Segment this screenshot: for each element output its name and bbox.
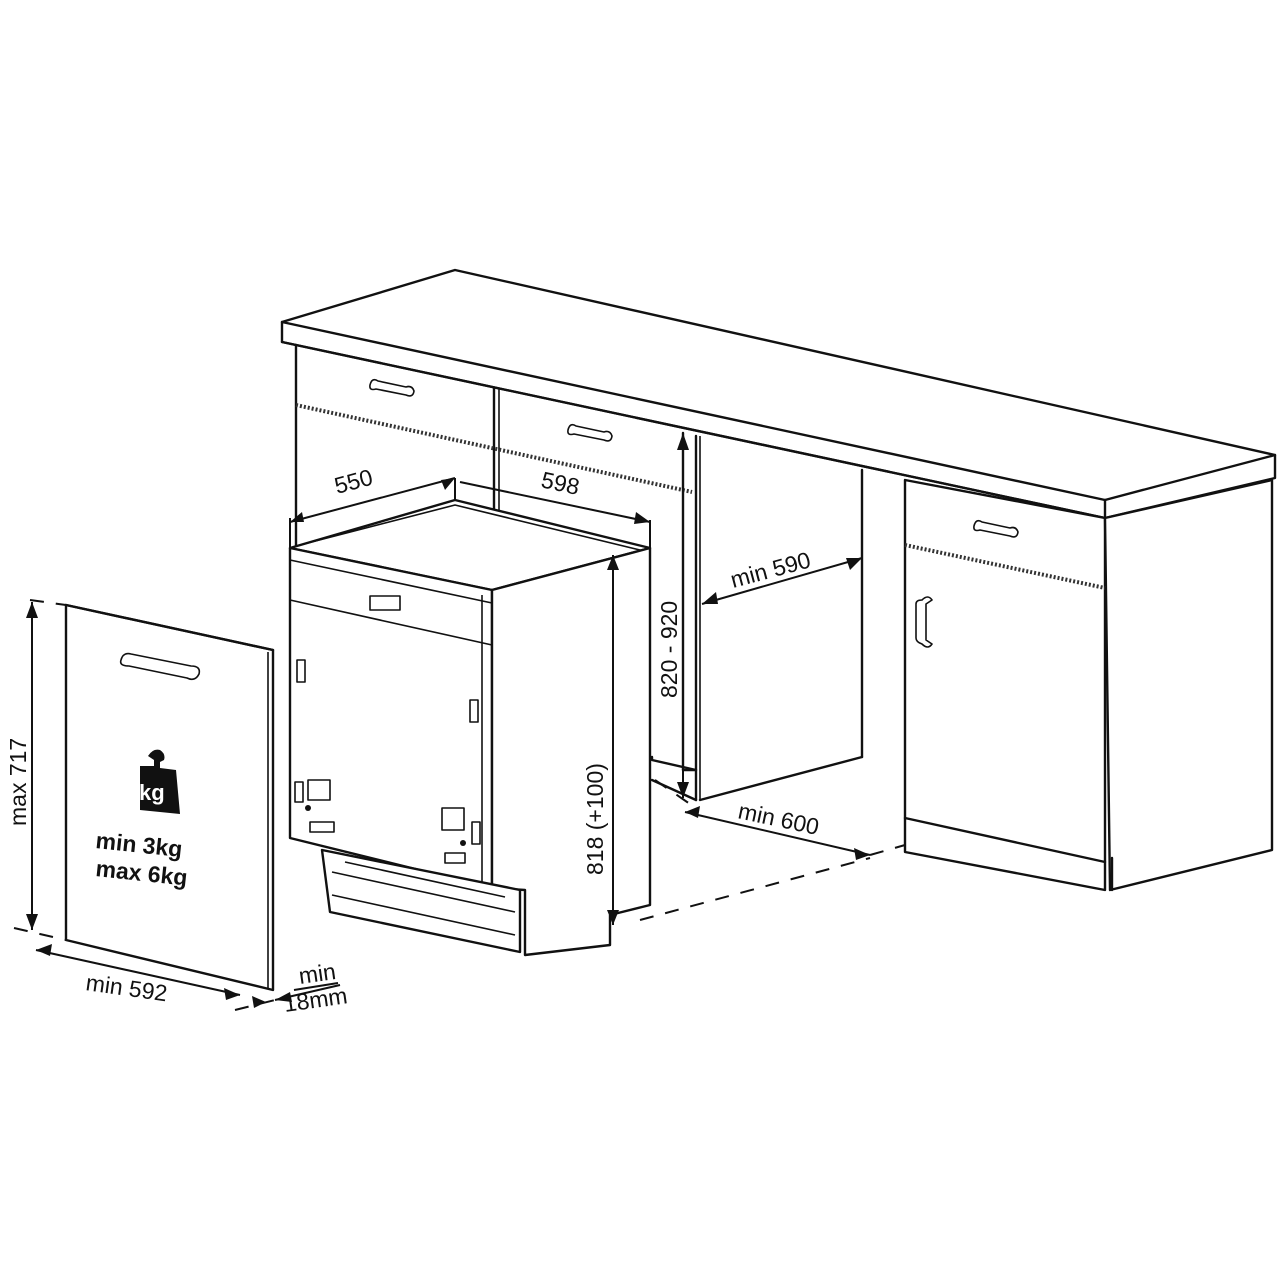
drawer-handle-icon xyxy=(567,423,613,442)
dimension-lines xyxy=(13,433,906,1011)
svg-text:kg: kg xyxy=(139,780,165,805)
weight-kg-icon: kg xyxy=(139,749,180,814)
dishwasher xyxy=(288,498,652,957)
dim-depth-label: 550 xyxy=(332,464,376,499)
drawer-handle-icon xyxy=(973,519,1019,538)
right-cabinet xyxy=(903,478,1274,892)
door-handle-icon xyxy=(915,596,933,648)
worktop xyxy=(280,268,1277,520)
dim-height-label: 818 (+100) xyxy=(582,763,608,875)
door-panel: kg min 3kg max 6kg xyxy=(64,603,275,992)
drawer-handle-icon xyxy=(369,378,415,397)
dim-door-width-label: min 592 xyxy=(84,969,169,1006)
dim-door-height-label: max 717 xyxy=(5,738,31,826)
dim-niche-depth-label: min 590 xyxy=(728,547,814,593)
door-panel-handle-icon xyxy=(119,652,201,681)
dim-width-label: 598 xyxy=(539,466,582,499)
dim-worktop-height-label: 820 - 920 xyxy=(656,601,682,698)
